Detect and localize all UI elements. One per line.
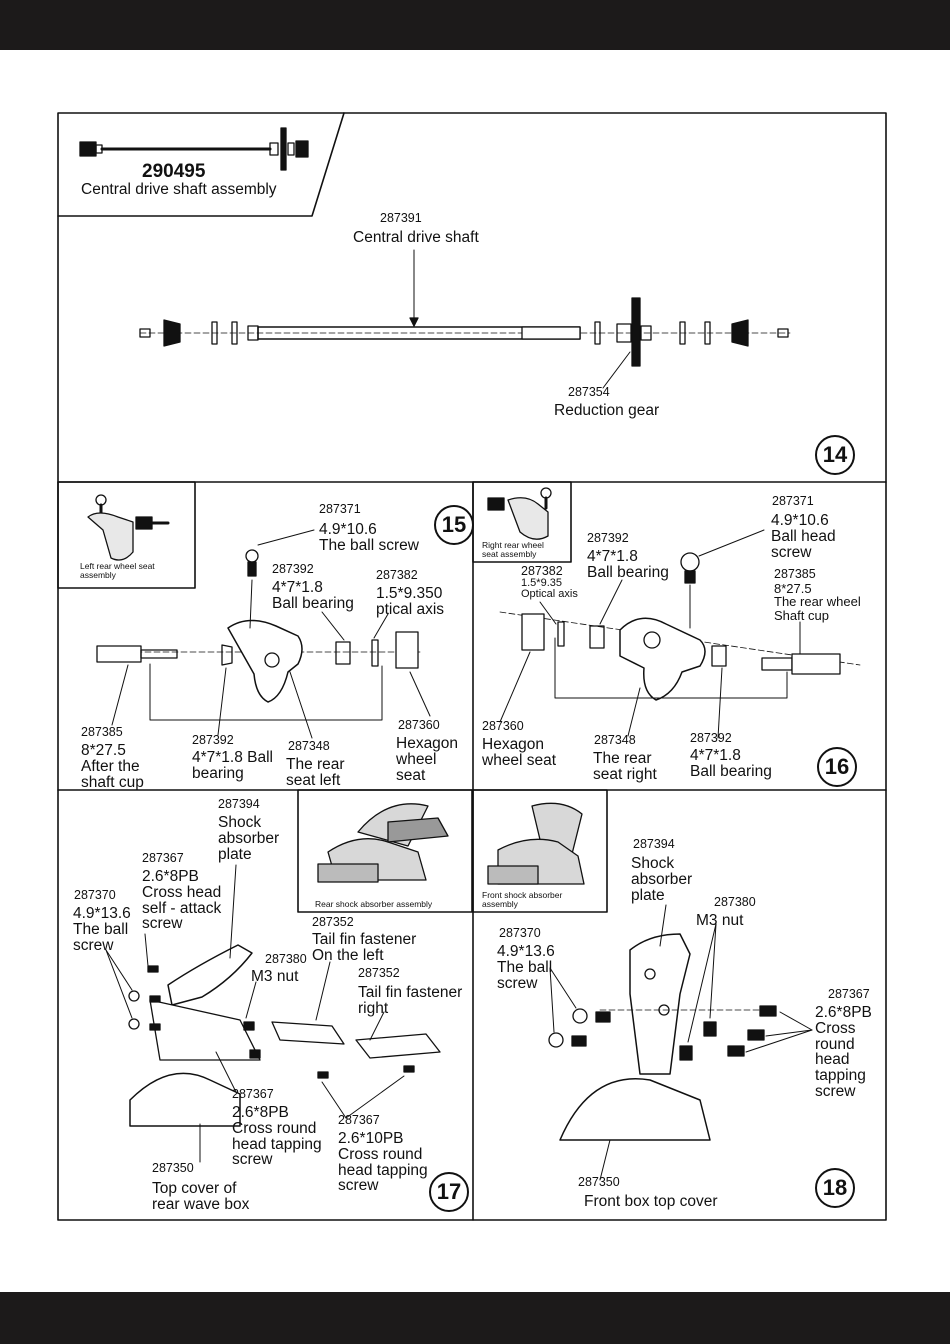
step17-drawing	[105, 789, 473, 1163]
step15-label-code: 287348	[288, 739, 330, 753]
step17-label-name: Tail fin fastener On the left	[312, 931, 417, 964]
step16-label-name: Hexagon wheel seat	[482, 736, 557, 769]
step18-label-code: 287394	[633, 837, 675, 851]
step14-drawing	[139, 249, 791, 389]
step15-label-code: 287382	[376, 568, 418, 582]
step17-label-name: Top cover of rear wave box	[152, 1180, 250, 1213]
step16-label-name: 4*7*1.8 Ball bearing	[587, 548, 669, 581]
step18-inset-caption: Front shock absorber assembly	[482, 890, 563, 909]
step18-label-name: M3 nut	[696, 912, 744, 929]
step16-label-code: 287371	[772, 494, 814, 508]
step14-shaft-code: 287391	[380, 211, 422, 225]
header-part-code: 290495	[142, 161, 206, 182]
step-number-15: 15	[434, 505, 474, 545]
step16-label-name: 8*27.5 The rear wheel Shaft cup	[774, 581, 861, 623]
step17-label-code: 287352	[312, 915, 354, 929]
step17-label-code: 287350	[152, 1161, 194, 1175]
step16-label-code: 287392	[690, 731, 732, 745]
step16-drawing	[472, 481, 861, 739]
step14-gear-code: 287354	[568, 385, 610, 399]
step17-label-name: Tail fin fastener right	[358, 984, 463, 1017]
step17-inset-caption: Rear shock absorber assembly	[315, 899, 433, 909]
step15-label-name: 4.9*10.6 The ball screw	[319, 521, 419, 554]
step15-label-code: 287371	[319, 502, 361, 516]
step16-label-code: 287360	[482, 719, 524, 733]
step15-label-name: 4*7*1.8 Ball bearing	[272, 579, 354, 612]
step17-label-code: 287367	[142, 851, 184, 865]
step17-label-code: 287367	[232, 1087, 274, 1101]
step15-label-name: Hexagon wheel seat	[396, 735, 459, 784]
step-number-18: 18	[815, 1168, 855, 1208]
outer-frame	[57, 112, 887, 1221]
step16-label-code: 287382	[521, 564, 563, 578]
step-number-16: 16	[817, 747, 857, 787]
step15-drawing	[57, 481, 431, 739]
step16-label-code: 287348	[594, 733, 636, 747]
step18-label-code: 287370	[499, 926, 541, 940]
step18-label-code: 287367	[828, 987, 870, 1001]
step15-label-name: 4*7*1.8 Ball bearing	[192, 749, 274, 782]
step17-label-code: 287394	[218, 797, 260, 811]
step17-label-name: 2.6*8PB Cross head self - attack screw	[142, 868, 222, 933]
step14-shaft-name: Central drive shaft	[353, 229, 479, 246]
step15-label-code: 287385	[81, 725, 123, 739]
header-part-name: Central drive shaft assembly	[81, 181, 277, 198]
step15-label-name: The rear seat left	[286, 756, 345, 789]
step18-label-name: 2.6*8PB Cross round head tapping screw	[815, 1004, 872, 1100]
step-number-17: 17	[429, 1172, 469, 1212]
step-number-14: 14	[815, 435, 855, 475]
step18-label-name: 4.9*13.6 The ball screw	[497, 943, 555, 992]
header-box-border	[57, 112, 345, 217]
step16-label-name: The rear seat right	[593, 750, 657, 783]
step17-label-code: 287352	[358, 966, 400, 980]
step17-label-code: 287367	[338, 1113, 380, 1127]
step17-label-name: 4.9*13.6 The ball screw	[73, 905, 131, 954]
step16-label-name: 4*7*1.8 Ball bearing	[690, 747, 772, 780]
step16-inset-caption: Right rear wheel seat assembly	[482, 540, 544, 559]
step17-label-code: 287370	[74, 888, 116, 902]
top-bar	[0, 0, 950, 50]
step15-label-code: 287392	[192, 733, 234, 747]
step18-label-code: 287350	[578, 1175, 620, 1189]
step17-label-name: 2.6*8PB Cross round head tapping screw	[232, 1104, 322, 1169]
step15-label-name: 8*27.5 After the shaft cup	[81, 742, 144, 791]
step16-label-name: 4.9*10.6 Ball head screw	[771, 512, 836, 561]
step16-label-code: 287392	[587, 531, 629, 545]
step15-label-code: 287360	[398, 718, 440, 732]
step17-label-name: 2.6*10PB Cross round head tapping screw	[338, 1130, 428, 1195]
step16-label-name: 1.5*9.35 Optical axis	[521, 577, 578, 601]
step17-label-name: M3 nut	[251, 968, 299, 985]
bottom-bar	[0, 1292, 950, 1344]
step18-label-name: Front box top cover	[584, 1193, 718, 1210]
step15-inset-caption: Left rear wheel seat assembly	[80, 561, 155, 580]
header-shaft-drawing	[79, 127, 309, 171]
step16-label-code: 287385	[774, 567, 816, 581]
step14-gear-name: Reduction gear	[554, 402, 660, 419]
step15-label-code: 287392	[272, 562, 314, 576]
step18-label-name: Shock absorber plate	[631, 855, 693, 904]
step17-label-name: Shock absorber plate	[218, 814, 280, 863]
step18-label-code: 287380	[714, 895, 756, 909]
step18-drawing	[472, 789, 813, 1181]
step15-label-name: 1.5*9.350 ptical axis	[376, 585, 445, 618]
step17-label-code: 287380	[265, 952, 307, 966]
